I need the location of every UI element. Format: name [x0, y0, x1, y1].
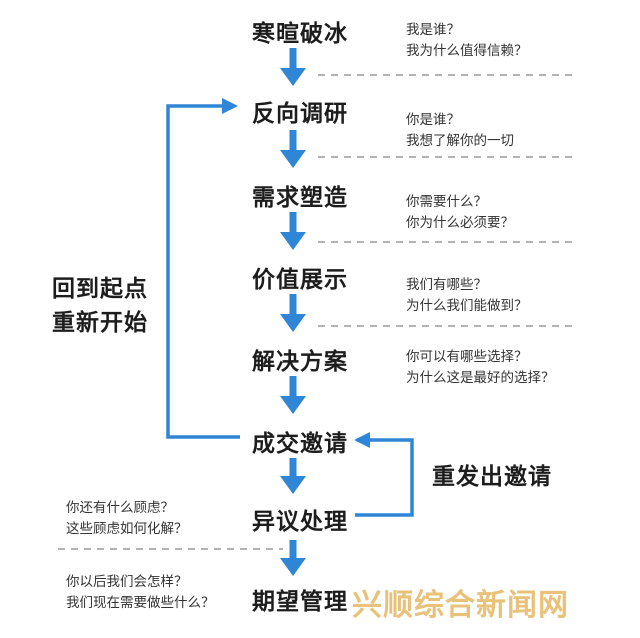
step-objection-handling: 异议处理 [252, 509, 348, 535]
loop-label-line: 重新开始 [52, 310, 148, 336]
reinvite-label: 重发出邀请 [432, 464, 552, 490]
question-line: 我是谁？ [406, 22, 460, 38]
down-arrow [280, 294, 306, 332]
down-arrow [280, 130, 306, 168]
loop-label-line: 回到起点 [52, 276, 148, 302]
question-line: 你可以有哪些选择？ [406, 349, 528, 365]
question-line: 我想了解你的一切 [406, 133, 514, 149]
step-closing-invite: 成交邀请 [252, 431, 348, 457]
question-line: 这些顾虑如何化解？ [66, 521, 188, 537]
question-line: 为什么这是最好的选择？ [406, 370, 555, 386]
question-block: 你可以有哪些选择？ 为什么这是最好的选择？ [406, 347, 555, 389]
question-block: 你还有什么顾虑？ 这些顾虑如何化解？ [66, 498, 188, 540]
question-line: 你为什么必须要？ [406, 215, 514, 231]
loop-restart-label: 回到起点 重新开始 [52, 272, 148, 340]
step-expectation-management: 期望管理 [252, 589, 348, 615]
reinvite-loop-arrow [354, 432, 414, 517]
down-arrow [280, 458, 306, 494]
question-block: 我是谁？ 我为什么值得信赖？ [406, 20, 528, 62]
question-line: 你还有什么顾虑？ [66, 500, 174, 516]
step-icebreaker: 寒暄破冰 [252, 21, 348, 47]
question-line: 我们现在需要做些什么？ [66, 595, 215, 611]
step-reverse-research: 反向调研 [252, 101, 348, 127]
down-arrow [280, 212, 306, 250]
question-line: 你需要什么？ [406, 194, 487, 210]
question-block: 你是谁？ 我想了解你的一切 [406, 110, 514, 152]
down-arrow [280, 540, 306, 576]
question-line: 我们有哪些？ [406, 277, 487, 293]
question-line: 你以后我们会怎样？ [66, 574, 188, 590]
loop-back-arrow [166, 98, 240, 439]
down-arrow [280, 376, 306, 414]
down-arrow [280, 48, 306, 86]
step-value-display: 价值展示 [252, 267, 348, 293]
step-need-shaping: 需求塑造 [252, 185, 348, 211]
question-block: 你以后我们会怎样？ 我们现在需要做些什么？ [66, 572, 215, 614]
question-line: 你是谁？ [406, 112, 460, 128]
question-block: 我们有哪些？ 为什么我们能做到？ [406, 275, 528, 317]
question-block: 你需要什么？ 你为什么必须要？ [406, 192, 514, 234]
question-line: 我为什么值得信赖？ [406, 43, 528, 59]
step-solution: 解决方案 [252, 349, 348, 375]
watermark-logo: 兴顺综合新闻网 [352, 588, 569, 623]
question-line: 为什么我们能做到？ [406, 298, 528, 314]
